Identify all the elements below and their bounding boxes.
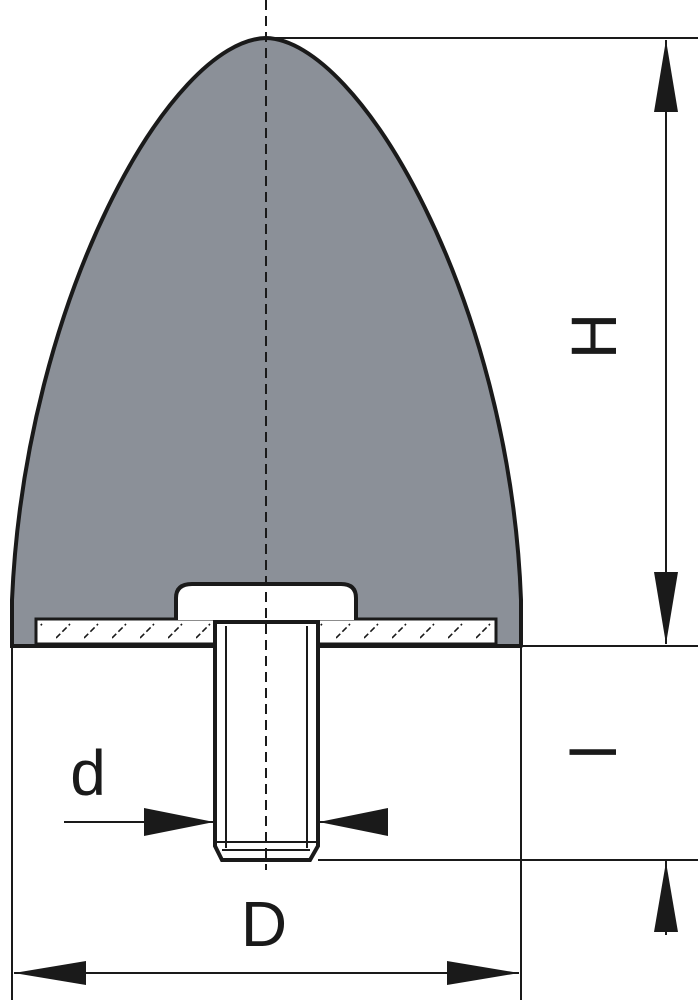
label-d-thread: d bbox=[70, 737, 106, 809]
arrow-h-top bbox=[654, 40, 678, 112]
label-d-base: D bbox=[241, 888, 287, 960]
label-l: l bbox=[558, 745, 630, 759]
arrow-D-left bbox=[14, 961, 86, 985]
arrow-h-bottom bbox=[654, 572, 678, 644]
arrow-d-right bbox=[319, 808, 388, 836]
arrow-d-left bbox=[144, 808, 214, 836]
arrow-D-right bbox=[447, 961, 519, 985]
label-h: H bbox=[558, 313, 630, 359]
arrow-l-bottom bbox=[654, 862, 678, 932]
